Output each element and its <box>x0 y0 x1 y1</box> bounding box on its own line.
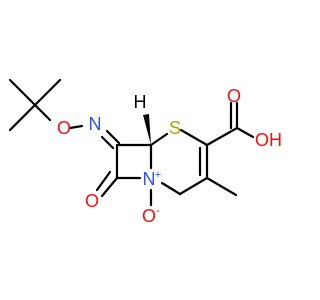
stereo-wedge <box>143 114 151 145</box>
imine-nitrogen-label: N <box>89 114 102 134</box>
oxime-double-bond <box>100 129 121 150</box>
molecule-structure: O N H S O OH N + O O - <box>8 78 282 226</box>
acid-carbonyl-oxygen-label: O <box>227 86 241 106</box>
dihydrothiazine-ring <box>149 128 209 196</box>
sulfur-label: S <box>169 118 181 138</box>
hydroxyl-label: OH <box>255 130 282 150</box>
methyl-bond <box>205 176 238 197</box>
stereo-hydrogen-label: H <box>134 92 147 112</box>
n-oxide-oxygen-label: O <box>142 206 156 226</box>
bond-o-to-oxime-n <box>68 124 84 130</box>
ring-nitrogen-label: N <box>143 169 156 189</box>
beta-lactam-ring <box>115 143 153 180</box>
lactam-oxygen-label: O <box>85 191 99 211</box>
lactam-carbonyl-bond <box>95 170 119 198</box>
ring-nitrogen-charge: + <box>155 169 161 181</box>
carboxylic-acid-group <box>205 101 255 147</box>
tert-butyl-group <box>8 78 62 132</box>
ether-oxygen-label: O <box>57 118 71 138</box>
n-oxide-charge: - <box>156 205 160 217</box>
